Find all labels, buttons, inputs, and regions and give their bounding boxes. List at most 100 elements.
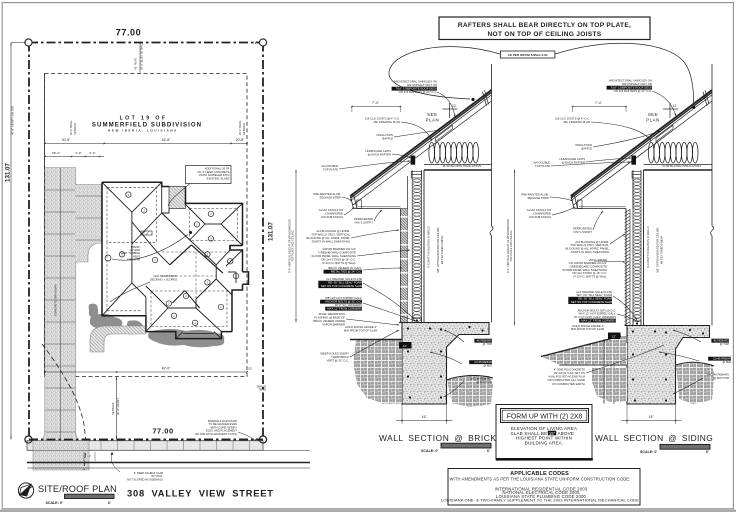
svg-text:SCALE: 0': SCALE: 0' (46, 501, 63, 505)
svg-text:BLOCKING @ ALL HORIZ. PANEL: BLOCKING @ ALL HORIZ. PANEL (306, 236, 350, 240)
svg-text:SELVAGE STRIP: SELVAGE STRIP (527, 196, 549, 200)
svg-text:30'-8": 30'-8" (62, 138, 71, 142)
svg-text:HURRICANE CLIPS: HURRICANE CLIPS (560, 157, 586, 161)
svg-text:SWALE: SWALE (257, 384, 267, 388)
svg-text:5/8"x10" HOT DIPPED GALV.: 5/8"x10" HOT DIPPED GALV. (325, 296, 362, 300)
svg-text:W/ VINYL: W/ VINYL (151, 474, 163, 478)
svg-text:@ TOP: @ TOP (720, 342, 729, 346)
svg-text:APPLICABLE CODES: APPLICABLE CODES (510, 471, 569, 477)
svg-text:PRE-PAINTED ALUM.: PRE-PAINTED ALUM. (313, 192, 341, 196)
svg-text:WITH CURB. VERIFY: WITH CURB. VERIFY (211, 425, 238, 429)
svg-text:W/ 2" SQ. WASHERS: W/ 2" SQ. WASHERS (335, 303, 362, 307)
svg-text:2x4 BLOCKING @ HORIZ.: 2x4 BLOCKING @ HORIZ. (316, 229, 350, 233)
svg-text:2: 2 (207, 281, 209, 285)
svg-text:#5 REBARS: #5 REBARS (714, 338, 730, 342)
svg-text:2'-0": 2'-0" (89, 151, 95, 155)
svg-text:EXISTING SLABS: EXISTING SLABS (207, 177, 230, 181)
svg-text:SET ON TOP CONCRETE SLAB: SET ON TOP CONCRETE SLAB (571, 300, 612, 304)
svg-text:FORM UP WITH (2) 2X8: FORM UP WITH (2) 2X8 (507, 413, 583, 420)
svg-text:12: 12 (452, 104, 456, 108)
svg-text:2: 2 (196, 223, 198, 227)
svg-text:(3)"4000: (3)"4000 (130, 248, 141, 252)
svg-text:2: 2 (207, 253, 209, 257)
svg-text:ABOVE: ABOVE (558, 431, 575, 436)
svg-text:2: 2 (210, 237, 212, 241)
svg-text:NOT ON TOP OF CEILING JOISTS: NOT ON TOP OF CEILING JOISTS (487, 31, 601, 38)
svg-text:RE: 05 "SILL SEAL" FOAM: RE: 05 "SILL SEAL" FOAM (328, 280, 362, 284)
svg-text:TOP PLATE: TOP PLATE (323, 167, 338, 171)
svg-text:12": 12" (403, 344, 407, 348)
svg-text:BRICK VENEER UNDER: BRICK VENEER UNDER (313, 319, 345, 323)
svg-text:TOP PLATE: TOP PLATE (535, 164, 550, 168)
svg-text:PRE-PAINTED ALUM.: PRE-PAINTED ALUM. (521, 192, 549, 196)
svg-text:OF 4" DEEP CONCRETE: OF 4" DEEP CONCRETE (197, 170, 229, 174)
svg-text:JOINTS IN WALL SHEATHING: JOINTS IN WALL SHEATHING (311, 239, 350, 243)
svg-text:(2) #5 REBAR: (2) #5 REBAR (713, 356, 731, 360)
svg-text:2x4 TREATED SOLE PLATE: 2x4 TREATED SOLE PLATE (576, 290, 612, 294)
svg-text:ELEV. AND PLACEMENT: ELEV. AND PLACEMENT (206, 429, 237, 433)
svg-text:PERFORATED: PERFORATED (573, 226, 592, 230)
svg-text:GREENBOARD COMPOSITE: GREENBOARD COMPOSITE (570, 264, 608, 268)
svg-text:OLD SF OF ROOF: OLD SF OF ROOF (153, 274, 177, 278)
svg-text:MAX 12" HOT DIPPED GALV.: MAX 12" HOT DIPPED GALV. (579, 312, 617, 316)
svg-text:RE: REAR: RE: REAR (135, 58, 138, 70)
svg-text:ON 2x6 RAFTERS @ 24" O.C.: ON 2x6 RAFTERS @ 24" O.C. (614, 89, 653, 93)
svg-text:2x4 BLOCKING @ HORIZ.: 2x4 BLOCKING @ HORIZ. (575, 240, 609, 244)
svg-text:9'-0" VERTICAL HEIGHT OF WINDO: 9'-0" VERTICAL HEIGHT OF WINDOW/DOOR (288, 219, 292, 273)
svg-text:VENT TURBINE: VENT TURBINE (120, 251, 140, 255)
svg-text:HOLD FINISH GRADE 4": HOLD FINISH GRADE 4" (345, 325, 377, 329)
svg-text:2: 2 (143, 209, 145, 213)
svg-text:2: 2 (154, 258, 156, 262)
svg-text:6" DEEP FALBOX SLAB: 6" DEEP FALBOX SLAB (134, 471, 163, 475)
svg-text:TWO #5 REBARS: TWO #5 REBARS (706, 372, 729, 376)
svg-text:2: 2 (185, 294, 187, 298)
svg-text:ON COMPACTED FILL SAND: ON COMPACTED FILL SAND (548, 378, 585, 382)
svg-text:12": 12" (612, 334, 616, 338)
svg-text:INTERNATIONAL RESIDENTIAL CODE: INTERNATIONAL RESIDENTIAL CODE 2003 (495, 487, 588, 492)
svg-text:LOUISIANA ONE- & TWO-FAMILY SU: LOUISIANA ONE- & TWO-FAMILY SUPPLEMENT T… (441, 498, 639, 503)
svg-text:6': 6' (108, 501, 111, 505)
svg-text:7'-4": 7'-4" (372, 101, 380, 105)
svg-text:2: 2 (210, 212, 212, 216)
svg-text:ANCHOR BOLTS @ 32" O.C.: ANCHOR BOLTS @ 32" O.C. (325, 299, 362, 303)
svg-text:R-30 BLOWN INSULATION: R-30 BLOWN INSULATION (443, 164, 481, 168)
svg-text:MAX 12" FROM CORNERS: MAX 12" FROM CORNERS (327, 306, 362, 310)
svg-text:NATIONAL ELECTRICAL CODE 2005: NATIONAL ELECTRICAL CODE 2005 (502, 490, 580, 495)
svg-text:R-13 BATT INSULATION IN WALLS: R-13 BATT INSULATION IN WALLS (646, 226, 650, 268)
svg-text:16": 16" (422, 415, 428, 419)
svg-text:TOP PLATE AND CEILING: TOP PLATE AND CEILING (291, 230, 295, 261)
svg-text:77.00: 77.00 (116, 28, 142, 38)
svg-text:SLAB SHALL BE: SLAB SHALL BE (511, 431, 548, 436)
svg-text:7'-4": 7'-4" (595, 101, 603, 105)
svg-text:@ MID: @ MID (722, 360, 731, 364)
svg-text:W/ TEXTURED FINISH: W/ TEXTURED FINISH (440, 236, 444, 264)
svg-text:ON COMPACTED EARTH: ON COMPACTED EARTH (552, 382, 585, 386)
svg-text:131.07: 131.07 (268, 222, 275, 241)
svg-text:TOP PLATE AND CEILING: TOP PLATE AND CEILING (509, 230, 513, 261)
svg-text:45'-8" VERIFY ON JOB: 45'-8" VERIFY ON JOB (11, 106, 15, 135)
svg-text:6': 6' (706, 450, 709, 454)
svg-text:2x6 CLG JOISTS @ 4" O.C.: 2x6 CLG JOISTS @ 4" O.C. (365, 116, 400, 120)
svg-text:R-13 BATT INSULATION IN WALLS: R-13 BATT INSULATION IN WALLS (427, 226, 431, 268)
svg-text:VINYL SOFFIT: VINYL SOFFIT (573, 230, 592, 234)
svg-text:TO BE GRADED EVEN: TO BE GRADED EVEN (209, 422, 237, 426)
svg-text:42'-8": 42'-8" (162, 138, 171, 142)
svg-text:2: 2 (168, 302, 170, 306)
svg-text:DECKING + SLOPES: DECKING + SLOPES (150, 277, 177, 281)
svg-text:THIRD BRICK: THIRD BRICK (331, 355, 349, 359)
svg-text:R-13 F.G. BATTS @ WALL: R-13 F.G. BATTS @ WALL (574, 274, 608, 278)
svg-text:BUILDING AREA.: BUILDING AREA. (525, 440, 564, 445)
svg-text:30 MIL WEAVATRON: 30 MIL WEAVATRON (318, 312, 345, 316)
svg-text:4" 3000 PSI CONCRETE: 4" 3000 PSI CONCRETE (554, 367, 585, 371)
svg-text:INSULATION: INSULATION (376, 133, 393, 137)
svg-text:ADDITIONAL 36 SF: ADDITIONAL 36 SF (205, 166, 230, 170)
svg-text:2x6 SUB FASCIA: 2x6 SUB FASCIA (321, 215, 343, 219)
svg-text:2: 2 (229, 260, 231, 264)
svg-text:SCALE: 0': SCALE: 0' (640, 450, 657, 454)
svg-text:PLAN: PLAN (646, 118, 659, 123)
svg-text:ON 2x6 RAFTERS @ 24" O.C.: ON 2x6 RAFTERS @ 24" O.C. (399, 90, 438, 94)
svg-text:FLOOR PANEL WALL SHEATHING: FLOOR PANEL WALL SHEATHING (312, 254, 356, 258)
svg-text:R-30 BLOWN INSULATION: R-30 BLOWN INSULATION (663, 164, 701, 168)
svg-text:ON JOB W/TH ADJACENT LOT(S): ON JOB W/TH ADJACENT LOT(S) (195, 432, 237, 436)
svg-text:@ BOTTOM: @ BOTTOM (713, 376, 729, 380)
